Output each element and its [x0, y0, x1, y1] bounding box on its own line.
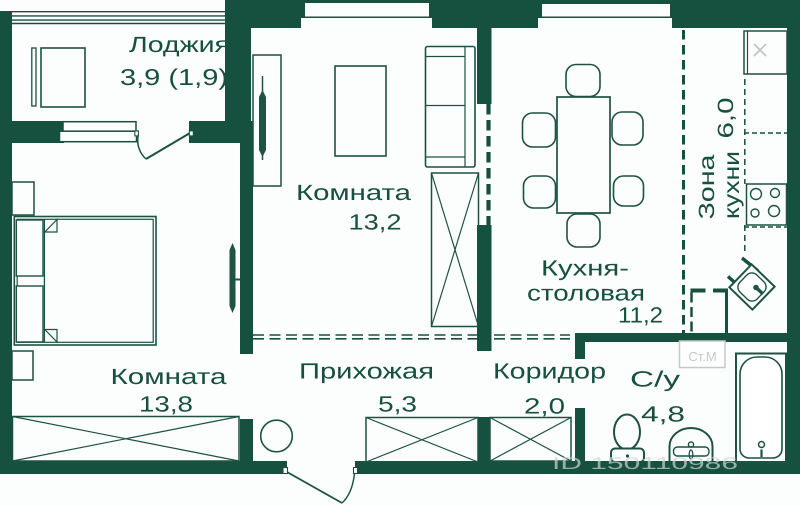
svg-text:Коридор: Коридор [493, 359, 606, 384]
svg-text:ID 150110986: ID 150110986 [552, 454, 738, 473]
svg-text:Комната: Комната [111, 364, 228, 389]
svg-text:2,0: 2,0 [524, 394, 565, 419]
svg-text:Прихожая: Прихожая [299, 359, 434, 384]
svg-text:6,0: 6,0 [713, 98, 738, 139]
svg-text:Лоджия: Лоджия [129, 32, 230, 57]
svg-text:Кухня-: Кухня- [541, 256, 629, 281]
svg-text:Ст.М: Ст.М [688, 349, 716, 364]
svg-text:3,9 (1,9): 3,9 (1,9) [120, 64, 228, 90]
svg-text:кухни: кухни [719, 151, 744, 219]
svg-text:столовая: столовая [527, 281, 645, 306]
svg-text:4,8: 4,8 [641, 402, 685, 427]
svg-text:11,2: 11,2 [618, 303, 663, 328]
svg-text:С/у: С/у [630, 367, 680, 392]
svg-text:Комната: Комната [296, 180, 412, 205]
svg-text:5,3: 5,3 [378, 392, 417, 417]
svg-text:13,2: 13,2 [349, 210, 402, 235]
svg-text:13,8: 13,8 [139, 392, 193, 417]
svg-text:Зона: Зона [694, 154, 719, 220]
